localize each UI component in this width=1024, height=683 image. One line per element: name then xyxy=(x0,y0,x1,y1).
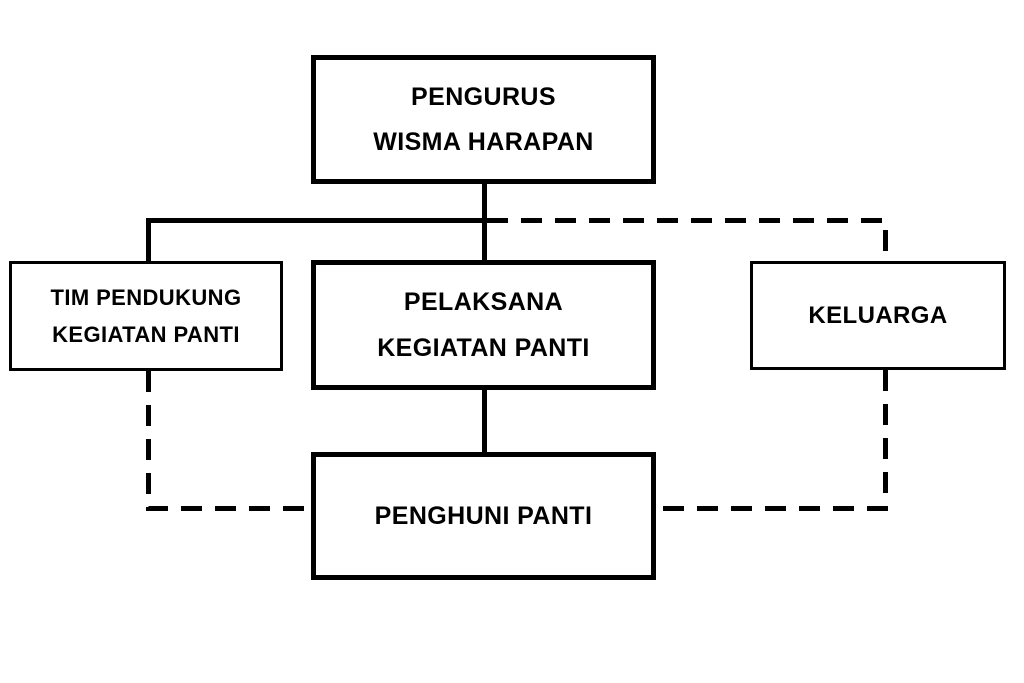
node-keluarga-line-1: KELUARGA xyxy=(808,301,948,329)
node-pelaksana-line-2: KEGIATAN PANTI xyxy=(377,333,590,362)
node-penghuni-line-1: PENGHUNI PANTI xyxy=(374,501,593,530)
node-pengurus-line-1: PENGURUS xyxy=(411,82,556,111)
edge-bus-to-tim-pendukung xyxy=(146,218,485,261)
node-tim-pendukung-line-1: TIM PENDUKUNG xyxy=(50,284,242,310)
node-pengurus-line-2: WISMA HARAPAN xyxy=(373,127,594,156)
edge-pengurus-to-keluarga xyxy=(487,218,888,261)
node-pelaksana-line-1: PELAKSANA xyxy=(403,287,564,316)
edge-keluarga-to-penghuni xyxy=(656,370,888,511)
node-pengurus-wisma-harapan[interactable]: PENGURUS WISMA HARAPAN xyxy=(311,55,656,184)
node-tim-pendukung-line-2: KEGIATAN PANTI xyxy=(52,321,240,347)
node-tim-pendukung-kegiatan-panti[interactable]: TIM PENDUKUNG KEGIATAN PANTI xyxy=(9,261,283,371)
node-penghuni-panti[interactable]: PENGHUNI PANTI xyxy=(311,452,656,580)
node-keluarga[interactable]: KELUARGA xyxy=(750,261,1006,370)
node-pelaksana-kegiatan-panti[interactable]: PELAKSANA KEGIATAN PANTI xyxy=(311,260,656,390)
edge-tim-pendukung-to-penghuni xyxy=(146,371,311,511)
